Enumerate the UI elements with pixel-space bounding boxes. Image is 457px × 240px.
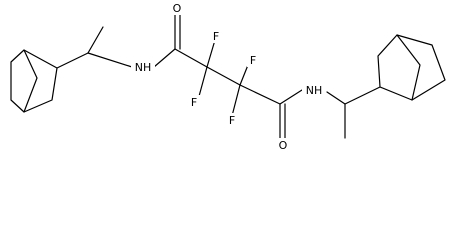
- label-nh-left: NH: [135, 61, 152, 74]
- left-ch-link: [56, 26, 104, 69]
- right-norbornyl-group: [377, 34, 446, 101]
- atom-nh-right: NH: [302, 83, 326, 97]
- label-nh-right: NH: [306, 84, 323, 97]
- atom-f1: F: [210, 29, 222, 43]
- atom-o-right: O: [276, 138, 290, 152]
- right-ch-to-ring: [344, 86, 381, 105]
- atom-f3: F: [247, 53, 259, 67]
- atom-nh-left: NH: [131, 60, 155, 74]
- cf2-to-right-carbonyl: [239, 84, 281, 105]
- atom-f2: F: [188, 95, 200, 109]
- left-ring-outline: [10, 49, 58, 113]
- cf2-right-f-down: [231, 84, 241, 117]
- atom-o-left: O: [170, 1, 184, 15]
- right-carbonyl-to-nh: [279, 89, 303, 105]
- left-ring-bridge: [23, 49, 38, 113]
- nh-right-to-ch: [326, 91, 346, 105]
- right-ring-outline: [377, 34, 446, 101]
- nh-left-to-carbonyl: [153, 48, 176, 68]
- label-o-left: O: [173, 2, 182, 15]
- label-f1: F: [213, 30, 219, 43]
- label-f2: F: [191, 96, 197, 109]
- left-norbornyl-group: [10, 49, 58, 113]
- label-f4: F: [229, 114, 235, 127]
- carbonyl-to-cf2-left: [174, 48, 208, 68]
- label-f3: F: [250, 54, 256, 67]
- left-ch-to-nh: [87, 52, 133, 68]
- cf2-left-f-down: [197, 66, 208, 101]
- atom-f4: F: [226, 113, 238, 127]
- structure-diagram: O NH F F F F NH O: [10, 1, 446, 152]
- cf2-cf2-bond: [206, 66, 241, 86]
- right-ring-bridge: [396, 34, 421, 101]
- label-o-right: O: [279, 139, 288, 152]
- cf2-left-f-up: [206, 39, 216, 68]
